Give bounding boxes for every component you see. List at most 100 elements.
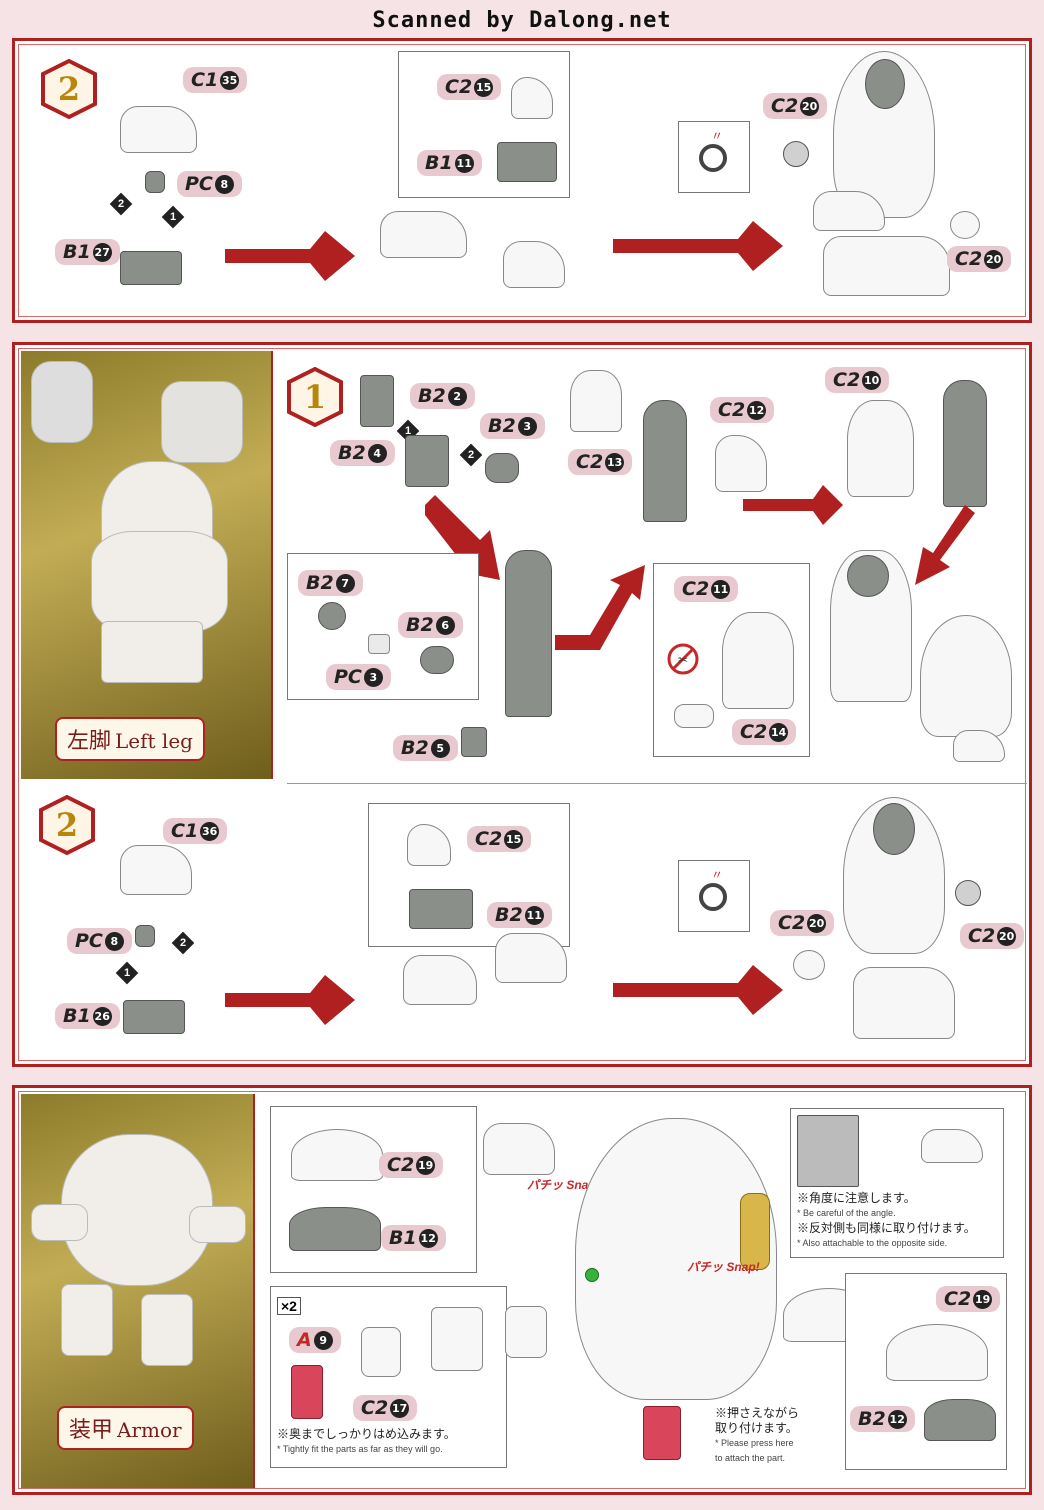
armor-shoulder-piece [483, 1123, 555, 1175]
no-cut-icon: ✂ [667, 643, 699, 675]
snap-label-2: パチッ Snap! [687, 1260, 760, 1274]
snap-label-1: パチッ Snap! [527, 1178, 600, 1192]
press-icon: 〃 [678, 121, 750, 193]
red-arrow [613, 221, 783, 271]
leg-armor-dome [920, 615, 1012, 737]
red-arrow [225, 975, 355, 1025]
leg-head [865, 59, 905, 109]
scan-credit: Scanned by Dalong.net [372, 8, 672, 33]
step-badge-1: 1 [285, 367, 345, 427]
red-arrow-down-left [915, 505, 975, 585]
part-assembled-foot [403, 955, 477, 1005]
red-arrow-up [555, 565, 645, 650]
part-c2-20a [793, 950, 825, 980]
part-c2-20b [950, 211, 980, 239]
order-marker-2: 2 [171, 931, 195, 955]
part-c2-14 [674, 704, 714, 728]
step-badge: 2 [39, 59, 99, 119]
part-b1-11 [497, 142, 557, 182]
armor-red-plate [643, 1406, 681, 1460]
red-arrow [225, 231, 355, 281]
part-c2-20b [955, 880, 981, 906]
part-b2-6 [420, 646, 454, 674]
order-marker-2: 2 [459, 443, 483, 467]
part-c2-15 [511, 77, 553, 119]
svg-text:✂: ✂ [678, 653, 688, 667]
step-badge-2: 2 [37, 795, 97, 855]
armor-side-piece [505, 1306, 547, 1358]
part-c2-19a [291, 1129, 383, 1181]
part-b2-5 [461, 727, 487, 757]
part-b2-2 [405, 435, 449, 487]
part-c2-20a [783, 141, 809, 167]
quantity-x2: ×2 [277, 1297, 301, 1315]
leg-inner-frame-2 [943, 380, 987, 507]
part-c2-12 [715, 435, 767, 492]
leg-head-2 [873, 803, 915, 855]
part-c1-36 [120, 845, 192, 895]
part-c2-15 [407, 824, 451, 866]
part-b1-27 [120, 251, 182, 285]
leg-foot-2 [853, 967, 955, 1039]
detail-box-angle: ※角度に注意します。 * Be careful of the angle. ※反… [790, 1108, 1004, 1258]
part-c2-13 [570, 370, 622, 432]
order-marker-1: 1 [115, 961, 139, 985]
part-b2-4 [360, 375, 394, 427]
part-b2-7 [318, 602, 346, 630]
order-marker-1: 1 [161, 205, 185, 229]
part-c2-10 [847, 400, 914, 497]
red-arrow [613, 965, 783, 1015]
part-c2-19b [886, 1324, 988, 1381]
torso-gold-cylinder [740, 1193, 770, 1270]
leg-inner-frame [643, 400, 687, 522]
left-leg-photo [21, 351, 273, 779]
part-b2-11 [409, 889, 473, 929]
red-arrow-down [425, 495, 500, 580]
part-assembled-foot [380, 211, 467, 258]
part-pc-8 [135, 925, 155, 947]
press-icon: 〃 [678, 860, 750, 932]
red-arrow [743, 485, 843, 525]
leg-foot-lower [823, 236, 950, 296]
torso-green-light [585, 1268, 599, 1282]
divider [287, 783, 1027, 784]
part-assembled-foot-2 [503, 241, 565, 288]
part-c2-11 [722, 612, 794, 709]
leg-foot-piece [953, 730, 1005, 762]
order-marker-2: 2 [109, 192, 133, 216]
part-pc-8 [145, 171, 165, 193]
